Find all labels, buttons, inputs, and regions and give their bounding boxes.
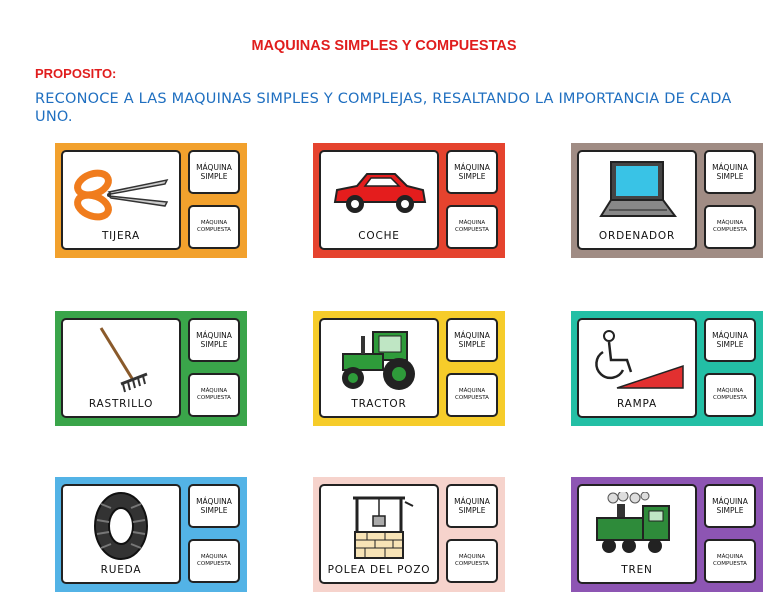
option-maquina-compuesta[interactable]: MÁQUINA COMPUESTA: [704, 373, 756, 417]
option-maquina-compuesta[interactable]: MÁQUINA COMPUESTA: [188, 539, 240, 583]
option-label: MÁQUINA SIMPLE: [196, 331, 232, 349]
card-label: RAMPA: [617, 398, 657, 410]
tire-icon: [94, 492, 148, 560]
option-label: MÁQUINA SIMPLE: [454, 163, 490, 181]
option-label: MÁQUINA SIMPLE: [454, 497, 490, 515]
option-label: MÁQUINA COMPUESTA: [455, 554, 489, 567]
option-label: MÁQUINA COMPUESTA: [197, 220, 231, 233]
scissors-icon: [74, 169, 169, 221]
laptop-icon: [599, 161, 677, 217]
card-label: TRACTOR: [351, 398, 407, 410]
option-maquina-simple[interactable]: MÁQUINA SIMPLE: [188, 484, 240, 528]
option-maquina-compuesta[interactable]: MÁQUINA COMPUESTA: [188, 205, 240, 249]
card-polea-del-pozo: POLEA DEL POZO MÁQUINA SIMPLE MÁQUINA CO…: [313, 477, 505, 592]
card-rampa: RAMPA MÁQUINA SIMPLE MÁQUINA COMPUESTA: [571, 311, 763, 426]
card-label: RUEDA: [100, 564, 142, 576]
option-label: MÁQUINA COMPUESTA: [455, 388, 489, 401]
card-tijera: TIJERA MÁQUINA SIMPLE MÁQUINA COMPUESTA: [55, 143, 247, 258]
ramp-icon: [595, 330, 684, 389]
card-tractor: TRACTOR MÁQUINA SIMPLE MÁQUINA COMPUESTA: [313, 311, 505, 426]
well-pulley-icon: [353, 496, 414, 559]
option-maquina-compuesta[interactable]: MÁQUINA COMPUESTA: [446, 539, 498, 583]
option-maquina-simple[interactable]: MÁQUINA SIMPLE: [704, 150, 756, 194]
card-rastrillo: RASTRILLO MÁQUINA SIMPLE MÁQUINA COMPUES…: [55, 311, 247, 426]
option-label: MÁQUINA SIMPLE: [712, 331, 748, 349]
card-label: TIJERA: [101, 230, 141, 242]
option-label: MÁQUINA SIMPLE: [196, 163, 232, 181]
option-maquina-simple[interactable]: MÁQUINA SIMPLE: [704, 484, 756, 528]
option-label: MÁQUINA COMPUESTA: [713, 388, 747, 401]
car-icon: [333, 173, 427, 213]
card-image-box: POLEA DEL POZO: [319, 484, 439, 584]
card-rueda: RUEDA MÁQUINA SIMPLE MÁQUINA COMPUESTA: [55, 477, 247, 592]
option-maquina-simple[interactable]: MÁQUINA SIMPLE: [446, 484, 498, 528]
card-label: ORDENADOR: [598, 230, 676, 242]
purpose-text: RECONOCE A LAS MAQUINAS SIMPLES Y COMPLE…: [35, 91, 732, 125]
card-label: COCHE: [358, 230, 400, 242]
option-maquina-simple[interactable]: MÁQUINA SIMPLE: [446, 318, 498, 362]
card-ordenador: ORDENADOR MÁQUINA SIMPLE MÁQUINA COMPUES…: [571, 143, 763, 258]
option-label: MÁQUINA COMPUESTA: [713, 220, 747, 233]
card-label: TREN: [621, 564, 653, 576]
card-image-box: TREN: [577, 484, 697, 584]
card-image-box: COCHE: [319, 150, 439, 250]
option-maquina-compuesta[interactable]: MÁQUINA COMPUESTA: [704, 205, 756, 249]
option-maquina-compuesta[interactable]: MÁQUINA COMPUESTA: [446, 373, 498, 417]
option-label: MÁQUINA COMPUESTA: [197, 554, 231, 567]
option-maquina-simple[interactable]: MÁQUINA SIMPLE: [188, 318, 240, 362]
option-label: MÁQUINA COMPUESTA: [713, 554, 747, 567]
option-label: MÁQUINA SIMPLE: [712, 163, 748, 181]
option-maquina-compuesta[interactable]: MÁQUINA COMPUESTA: [704, 539, 756, 583]
card-image-box: ORDENADOR: [577, 150, 697, 250]
card-image-box: TRACTOR: [319, 318, 439, 418]
option-label: MÁQUINA SIMPLE: [196, 497, 232, 515]
option-label: MÁQUINA COMPUESTA: [197, 388, 231, 401]
tractor-icon: [342, 331, 415, 390]
rake-icon: [99, 327, 148, 393]
page-title: MAQUINAS SIMPLES Y COMPUESTAS: [251, 38, 517, 54]
option-label: MÁQUINA SIMPLE: [454, 331, 490, 349]
card-image-box: TIJERA: [61, 150, 181, 250]
card-tren: TREN MÁQUINA SIMPLE MÁQUINA COMPUESTA: [571, 477, 763, 592]
card-coche: COCHE MÁQUINA SIMPLE MÁQUINA COMPUESTA: [313, 143, 505, 258]
train-icon: [596, 492, 670, 553]
card-image-box: RASTRILLO: [61, 318, 181, 418]
option-maquina-simple[interactable]: MÁQUINA SIMPLE: [446, 150, 498, 194]
option-label: MÁQUINA COMPUESTA: [455, 220, 489, 233]
option-maquina-simple[interactable]: MÁQUINA SIMPLE: [704, 318, 756, 362]
card-image-box: RUEDA: [61, 484, 181, 584]
option-label: MÁQUINA SIMPLE: [712, 497, 748, 515]
card-label: RASTRILLO: [88, 398, 154, 410]
option-maquina-simple[interactable]: MÁQUINA SIMPLE: [188, 150, 240, 194]
option-maquina-compuesta[interactable]: MÁQUINA COMPUESTA: [188, 373, 240, 417]
option-maquina-compuesta[interactable]: MÁQUINA COMPUESTA: [446, 205, 498, 249]
card-image-box: RAMPA: [577, 318, 697, 418]
card-label: POLEA DEL POZO: [327, 564, 431, 576]
purpose-heading: PROPOSITO:: [35, 66, 117, 81]
